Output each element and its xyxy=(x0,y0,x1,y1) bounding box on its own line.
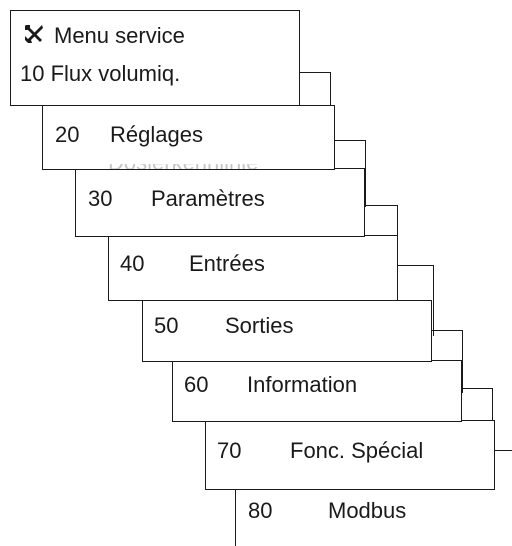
tools-icon xyxy=(22,22,46,46)
item-20-label: Réglages xyxy=(110,122,203,147)
connector-line-5 xyxy=(430,330,463,393)
item-50-label: Sorties xyxy=(225,313,294,338)
connector-line-7 xyxy=(495,450,512,451)
connector-line-6 xyxy=(460,388,493,451)
item-20-number: 20 xyxy=(55,122,80,147)
ghost-label: Dosierkennlinie xyxy=(108,164,258,174)
connector-line-4 xyxy=(397,265,434,336)
item-40-number: 40 xyxy=(120,251,145,276)
item-70-number: 70 xyxy=(217,438,242,463)
menu-title: Menu service xyxy=(54,23,185,48)
item-80-label: Modbus xyxy=(328,498,407,523)
item-60-label: Information xyxy=(247,372,358,397)
menu-card-60[interactable] xyxy=(172,360,462,422)
item-60-number: 60 xyxy=(184,372,209,397)
item-80-number: 80 xyxy=(248,498,273,523)
menu-card-service[interactable] xyxy=(10,10,300,106)
item-50-number: 50 xyxy=(154,313,179,338)
item-30-number: 30 xyxy=(88,186,113,211)
item-30-label: Paramètres xyxy=(151,186,265,211)
connector-line-2 xyxy=(335,140,366,207)
item-70-label: Fonc. Spécial xyxy=(290,438,424,463)
menu-card-80-edge xyxy=(235,490,236,546)
current-entry: 10 Flux volumiq. xyxy=(20,61,181,86)
menu-card-50[interactable] xyxy=(142,300,432,362)
item-40-label: Entrées xyxy=(189,251,265,276)
menu-card-70[interactable] xyxy=(205,420,495,490)
